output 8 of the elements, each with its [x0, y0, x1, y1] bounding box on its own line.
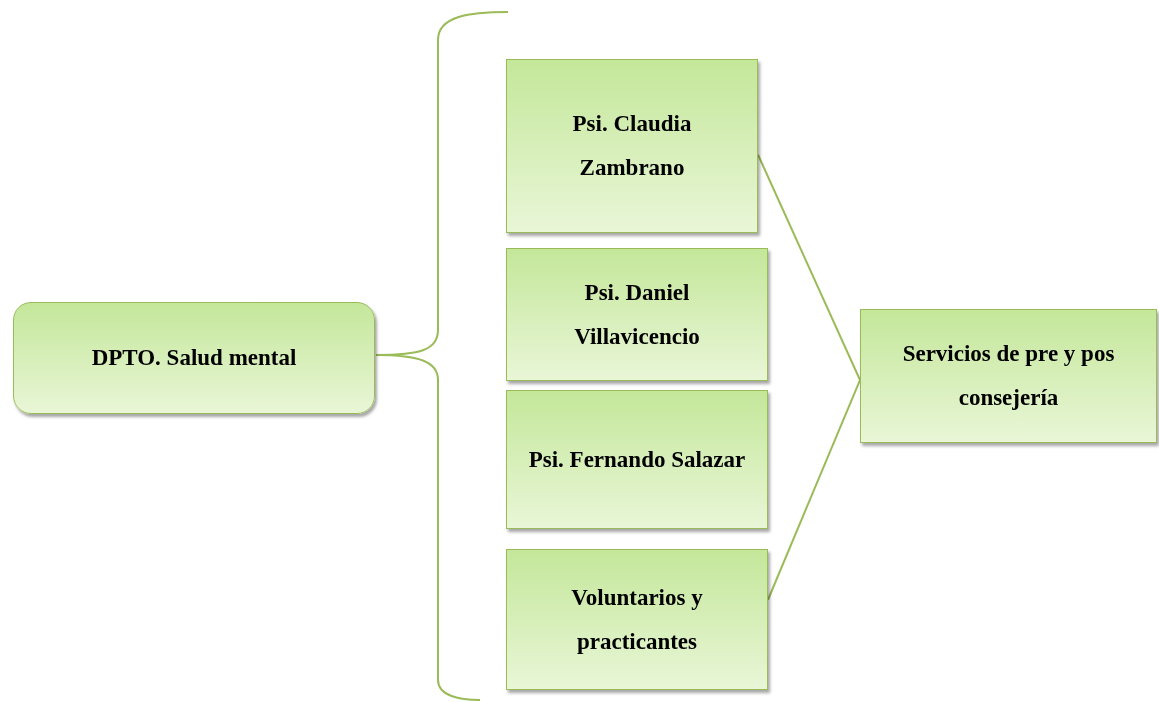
process-box: Psi. Daniel Villavicencio: [506, 248, 768, 381]
department-box: DPTO. Salud mental: [13, 302, 375, 414]
connector-line: [767, 379, 861, 601]
process-box: Voluntarios y practicantes: [506, 549, 768, 690]
process-box: Servicios de pre y pos consejería: [860, 309, 1157, 443]
process-box: Psi. Fernando Salazar: [506, 390, 768, 529]
process-box: Psi. Claudia Zambrano: [506, 59, 758, 233]
connector-line: [757, 153, 861, 381]
